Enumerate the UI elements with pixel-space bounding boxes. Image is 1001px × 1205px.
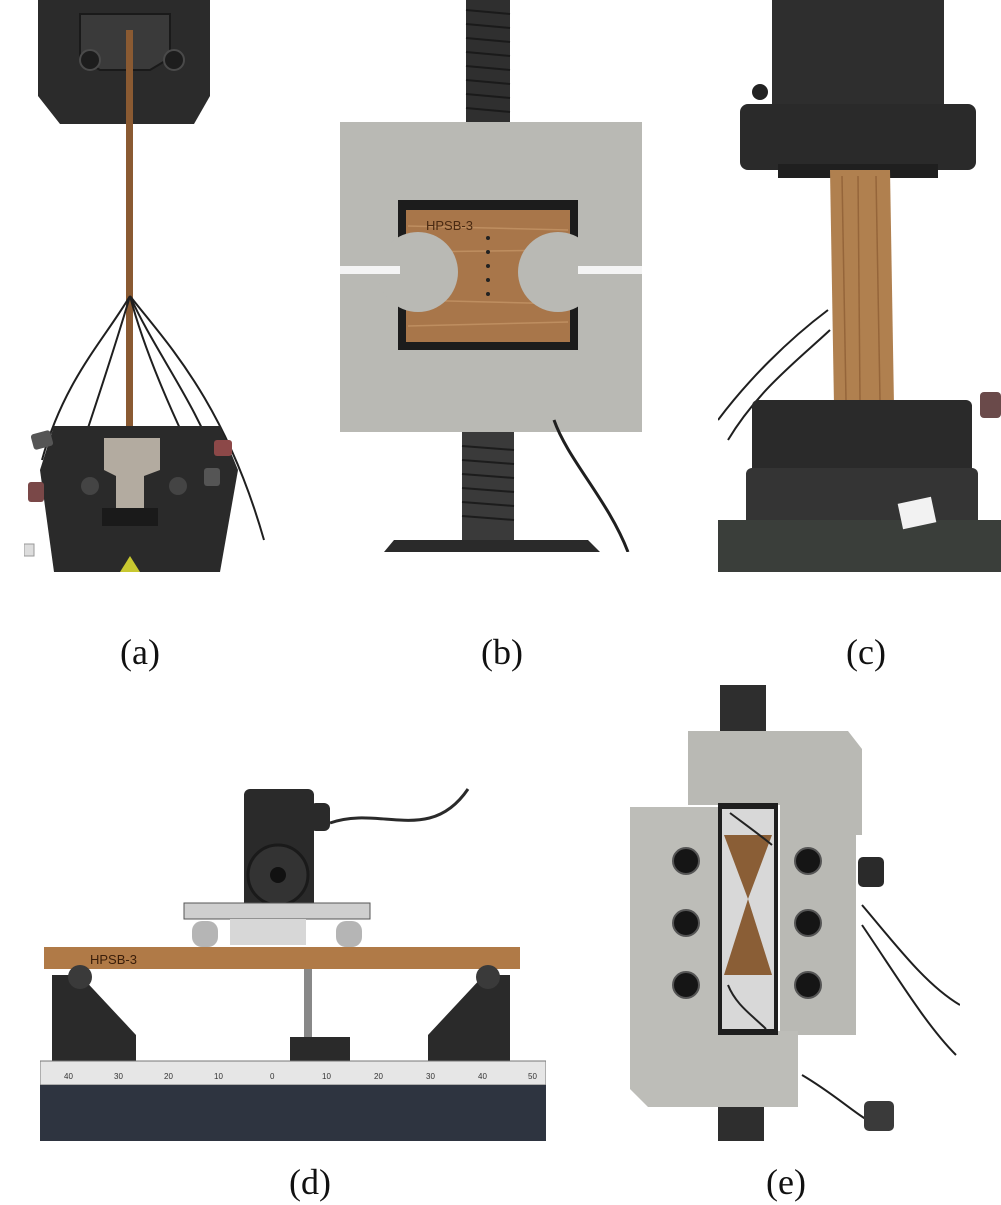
- bending-test-illustration: HPSB-3 40 30 20 10 0 10 20 30 40 50: [40, 785, 546, 1141]
- ruler-tick-label: 30: [114, 1072, 123, 1081]
- ruler-tick-label: 10: [214, 1072, 223, 1081]
- ruler-tick-label: 40: [64, 1072, 73, 1081]
- photo-shear-test: [626, 685, 960, 1141]
- tensile-test-illustration: [24, 0, 270, 572]
- compression-test-illustration: [718, 0, 1001, 572]
- caption-b: (b): [481, 632, 523, 672]
- ruler-tick-label: 30: [426, 1072, 435, 1081]
- ruler-tick-label: 0: [270, 1072, 275, 1081]
- photo-three-point-bending-test: HPSB-3 40 30 20 10 0 10 20 30 40 50: [40, 785, 546, 1141]
- ruler-tick-label: 40: [478, 1072, 487, 1081]
- photo-compact-tension-test: HPSB-3: [338, 0, 648, 552]
- ruler-tick-label: 50: [528, 1072, 537, 1081]
- photo-compression-test: [718, 0, 1001, 572]
- caption-e: (e): [766, 1162, 806, 1202]
- ruler: 40 30 20 10 0 10 20 30 40 50: [64, 1072, 537, 1081]
- ruler-tick-label: 10: [322, 1072, 331, 1081]
- compact-tension-illustration: HPSB-3: [338, 0, 648, 552]
- specimen-label: HPSB-3: [426, 218, 473, 233]
- photo-tensile-test: [24, 0, 270, 572]
- ruler-tick-label: 20: [374, 1072, 383, 1081]
- caption-d: (d): [289, 1162, 331, 1202]
- caption-c: (c): [846, 632, 886, 672]
- caption-a: (a): [120, 632, 160, 672]
- beam-label: HPSB-3: [90, 952, 137, 967]
- ruler-tick-label: 20: [164, 1072, 173, 1081]
- shear-test-illustration: [626, 685, 960, 1141]
